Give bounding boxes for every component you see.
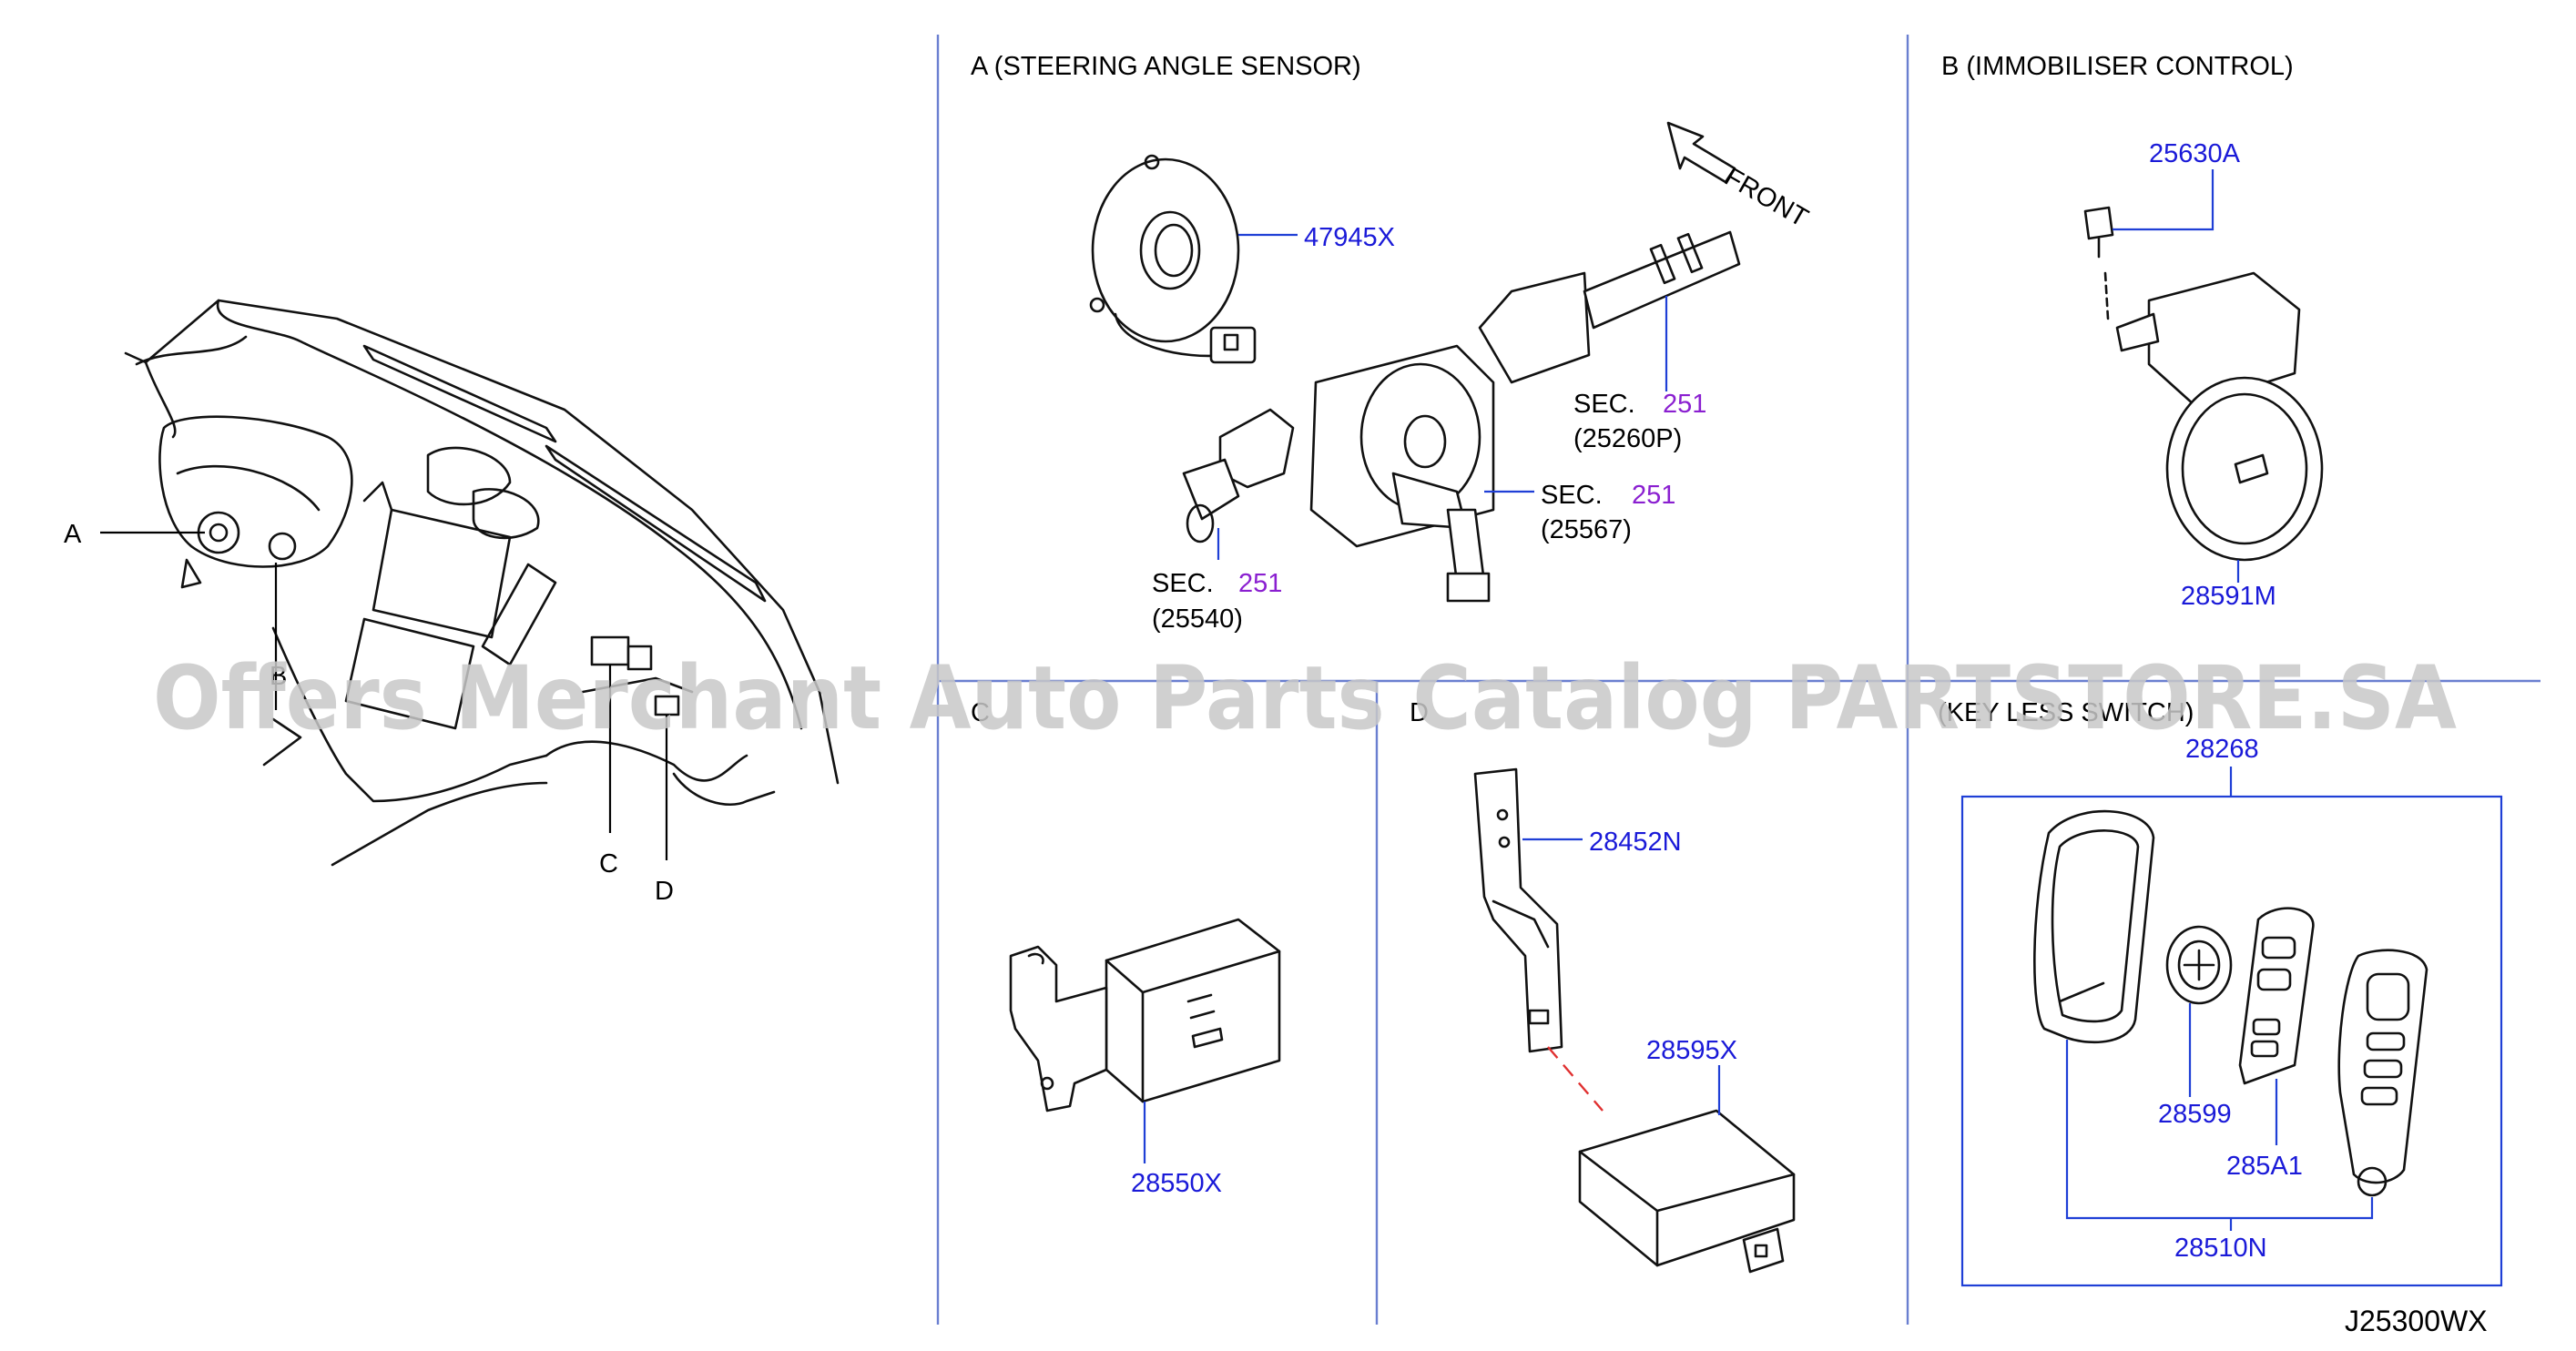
sec-251-sensor-ref: (25567) xyxy=(1541,515,1632,544)
watermark-text: Offers Merchant Auto Parts Catalog PARTS… xyxy=(153,647,2457,749)
bracket-and-unit-d-drawing xyxy=(1473,767,1796,1274)
sec-251-sensor-number: 251 xyxy=(1632,481,1675,510)
part-number-28452n: 28452N xyxy=(1589,828,1682,857)
part-number-28591m: 28591M xyxy=(2181,582,2276,611)
section-e-title: (KEY LESS SWITCH) xyxy=(1938,698,2194,727)
location-label-c: C xyxy=(599,849,618,879)
section-b-title: B (IMMOBILISER CONTROL) xyxy=(1941,52,2294,81)
front-arrow-icon xyxy=(1666,121,1736,184)
location-label-d: D xyxy=(655,877,674,906)
part-number-28268: 28268 xyxy=(2185,735,2259,764)
section-d-title: D xyxy=(1410,698,1429,727)
sec-251-sensor-label: SEC. xyxy=(1541,481,1603,510)
sec-251-switch-label: SEC. xyxy=(1573,390,1635,419)
part-number-25630a: 25630A xyxy=(2149,139,2241,168)
combination-switch-drawing xyxy=(1182,230,1741,603)
sec-251-wiper-number: 251 xyxy=(1238,569,1282,598)
part-number-28595x: 28595X xyxy=(1646,1036,1737,1065)
key-fob-drawing xyxy=(2033,809,2428,1197)
section-a-title: A (STEERING ANGLE SENSOR) xyxy=(971,52,1361,81)
location-label-a: A xyxy=(64,520,82,549)
part-number-28599: 28599 xyxy=(2158,1100,2232,1129)
part-number-285a1: 285A1 xyxy=(2226,1152,2303,1181)
front-label: FRONT xyxy=(1720,162,1814,233)
control-unit-c-drawing xyxy=(1009,918,1281,1112)
sec-251-switch-ref: (25260P) xyxy=(1573,424,1682,453)
panel-dividers xyxy=(936,35,2540,1325)
location-label-b: B xyxy=(270,662,287,691)
diagram-id: J25300WX xyxy=(2345,1305,2488,1337)
dashboard-drawing xyxy=(124,299,840,867)
section-c-title: C xyxy=(971,698,990,727)
part-number-28510n: 28510N xyxy=(2174,1234,2267,1263)
spiral-cable-drawing xyxy=(1089,154,1257,364)
sec-251-switch-number: 251 xyxy=(1663,390,1706,419)
sec-251-wiper-label: SEC. xyxy=(1152,569,1214,598)
immobiliser-antenna-drawing xyxy=(2083,206,2324,562)
part-number-47945x: 47945X xyxy=(1304,223,1395,252)
keyless-kit-frame xyxy=(1960,795,2503,1287)
sec-251-wiper-ref: (25540) xyxy=(1152,604,1243,634)
part-number-28550x: 28550X xyxy=(1131,1169,1222,1198)
